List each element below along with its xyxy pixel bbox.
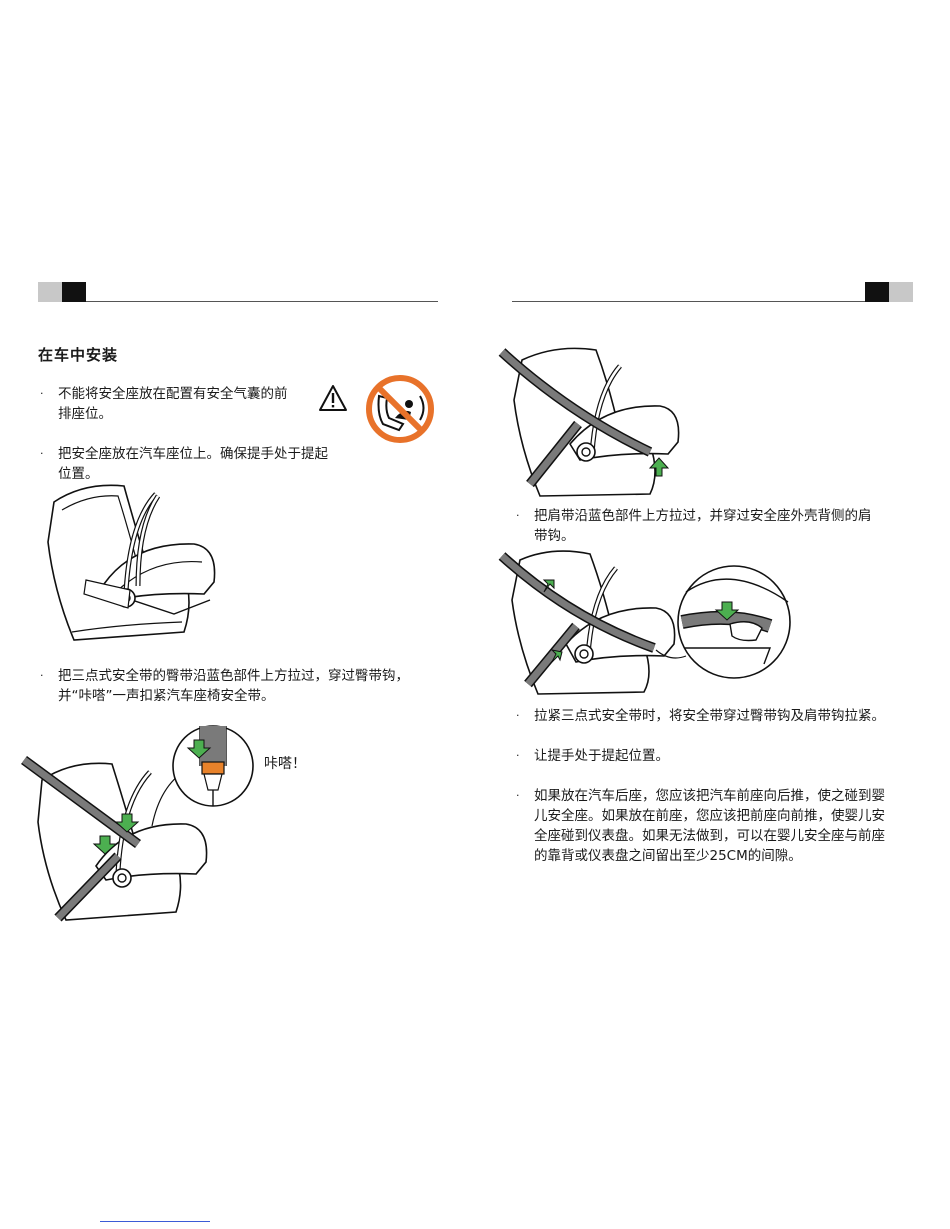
right-bullet-shoulder: · 把肩带沿蓝色部件上方拉过，并穿过安全座外壳背侧的肩 带钩。: [516, 506, 916, 548]
illustration-shoulder-belt: [500, 344, 690, 504]
section-title: 在车中安装: [38, 344, 118, 365]
left-bullet-airbag-text: 不能将安全座放在配置有安全气囊的前 排座位。: [58, 384, 288, 424]
no-front-airbag-seat-icon: [365, 374, 435, 444]
right-bullet-clearance: · 如果放在汽车后座，您应该把汽车前座向后推，使之碰到婴 儿安全座。如果放在前座…: [516, 786, 926, 868]
left-bullet-position-text: 把安全座放在汽车座位上。确保提手处于提起 位置。: [58, 444, 328, 484]
warning-triangle-icon: [318, 384, 348, 412]
right-bullet-tighten-text: 拉紧三点式安全带时，将安全带穿过臀带钩及肩带钩拉紧。: [534, 706, 885, 726]
right-header-rule: [512, 301, 865, 302]
right-bullet-handle: · 让提手处于提起位置。: [516, 746, 916, 768]
illustration-seat-placement: [34, 482, 224, 652]
left-bullet-lapbelt: · 把三点式安全带的臀带沿蓝色部件上方拉过，穿过臀带钩， 并“咔嗒”一声扣紧汽车…: [40, 666, 440, 708]
right-bullet-shoulder-text: 把肩带沿蓝色部件上方拉过，并穿过安全座外壳背侧的肩 带钩。: [534, 506, 872, 546]
left-header-gray-block: [38, 282, 62, 302]
right-header-gray-block: [889, 282, 913, 302]
left-header-black-block: [62, 282, 86, 302]
right-header-black-block: [865, 282, 889, 302]
left-bullet-lapbelt-text: 把三点式安全带的臀带沿蓝色部件上方拉过，穿过臀带钩， 并“咔嗒”一声扣紧汽车座椅…: [58, 666, 409, 706]
right-bullet-tighten: · 拉紧三点式安全带时，将安全带穿过臀带钩及肩带钩拉紧。: [516, 706, 926, 728]
left-bullet-airbag: · 不能将安全座放在配置有安全气囊的前 排座位。: [40, 384, 330, 426]
right-bullet-handle-text: 让提手处于提起位置。: [534, 746, 669, 766]
footer-link-underline: [100, 1221, 210, 1222]
click-label: 咔嗒！: [264, 753, 306, 773]
illustration-lapbelt-click: [20, 726, 260, 926]
left-header-rule: [86, 301, 438, 302]
illustration-belt-tighten: [500, 552, 790, 702]
left-bullet-position: · 把安全座放在汽车座位上。确保提手处于提起 位置。: [40, 444, 370, 486]
right-bullet-clearance-text: 如果放在汽车后座，您应该把汽车前座向后推，使之碰到婴 儿安全座。如果放在前座，您…: [534, 786, 885, 866]
